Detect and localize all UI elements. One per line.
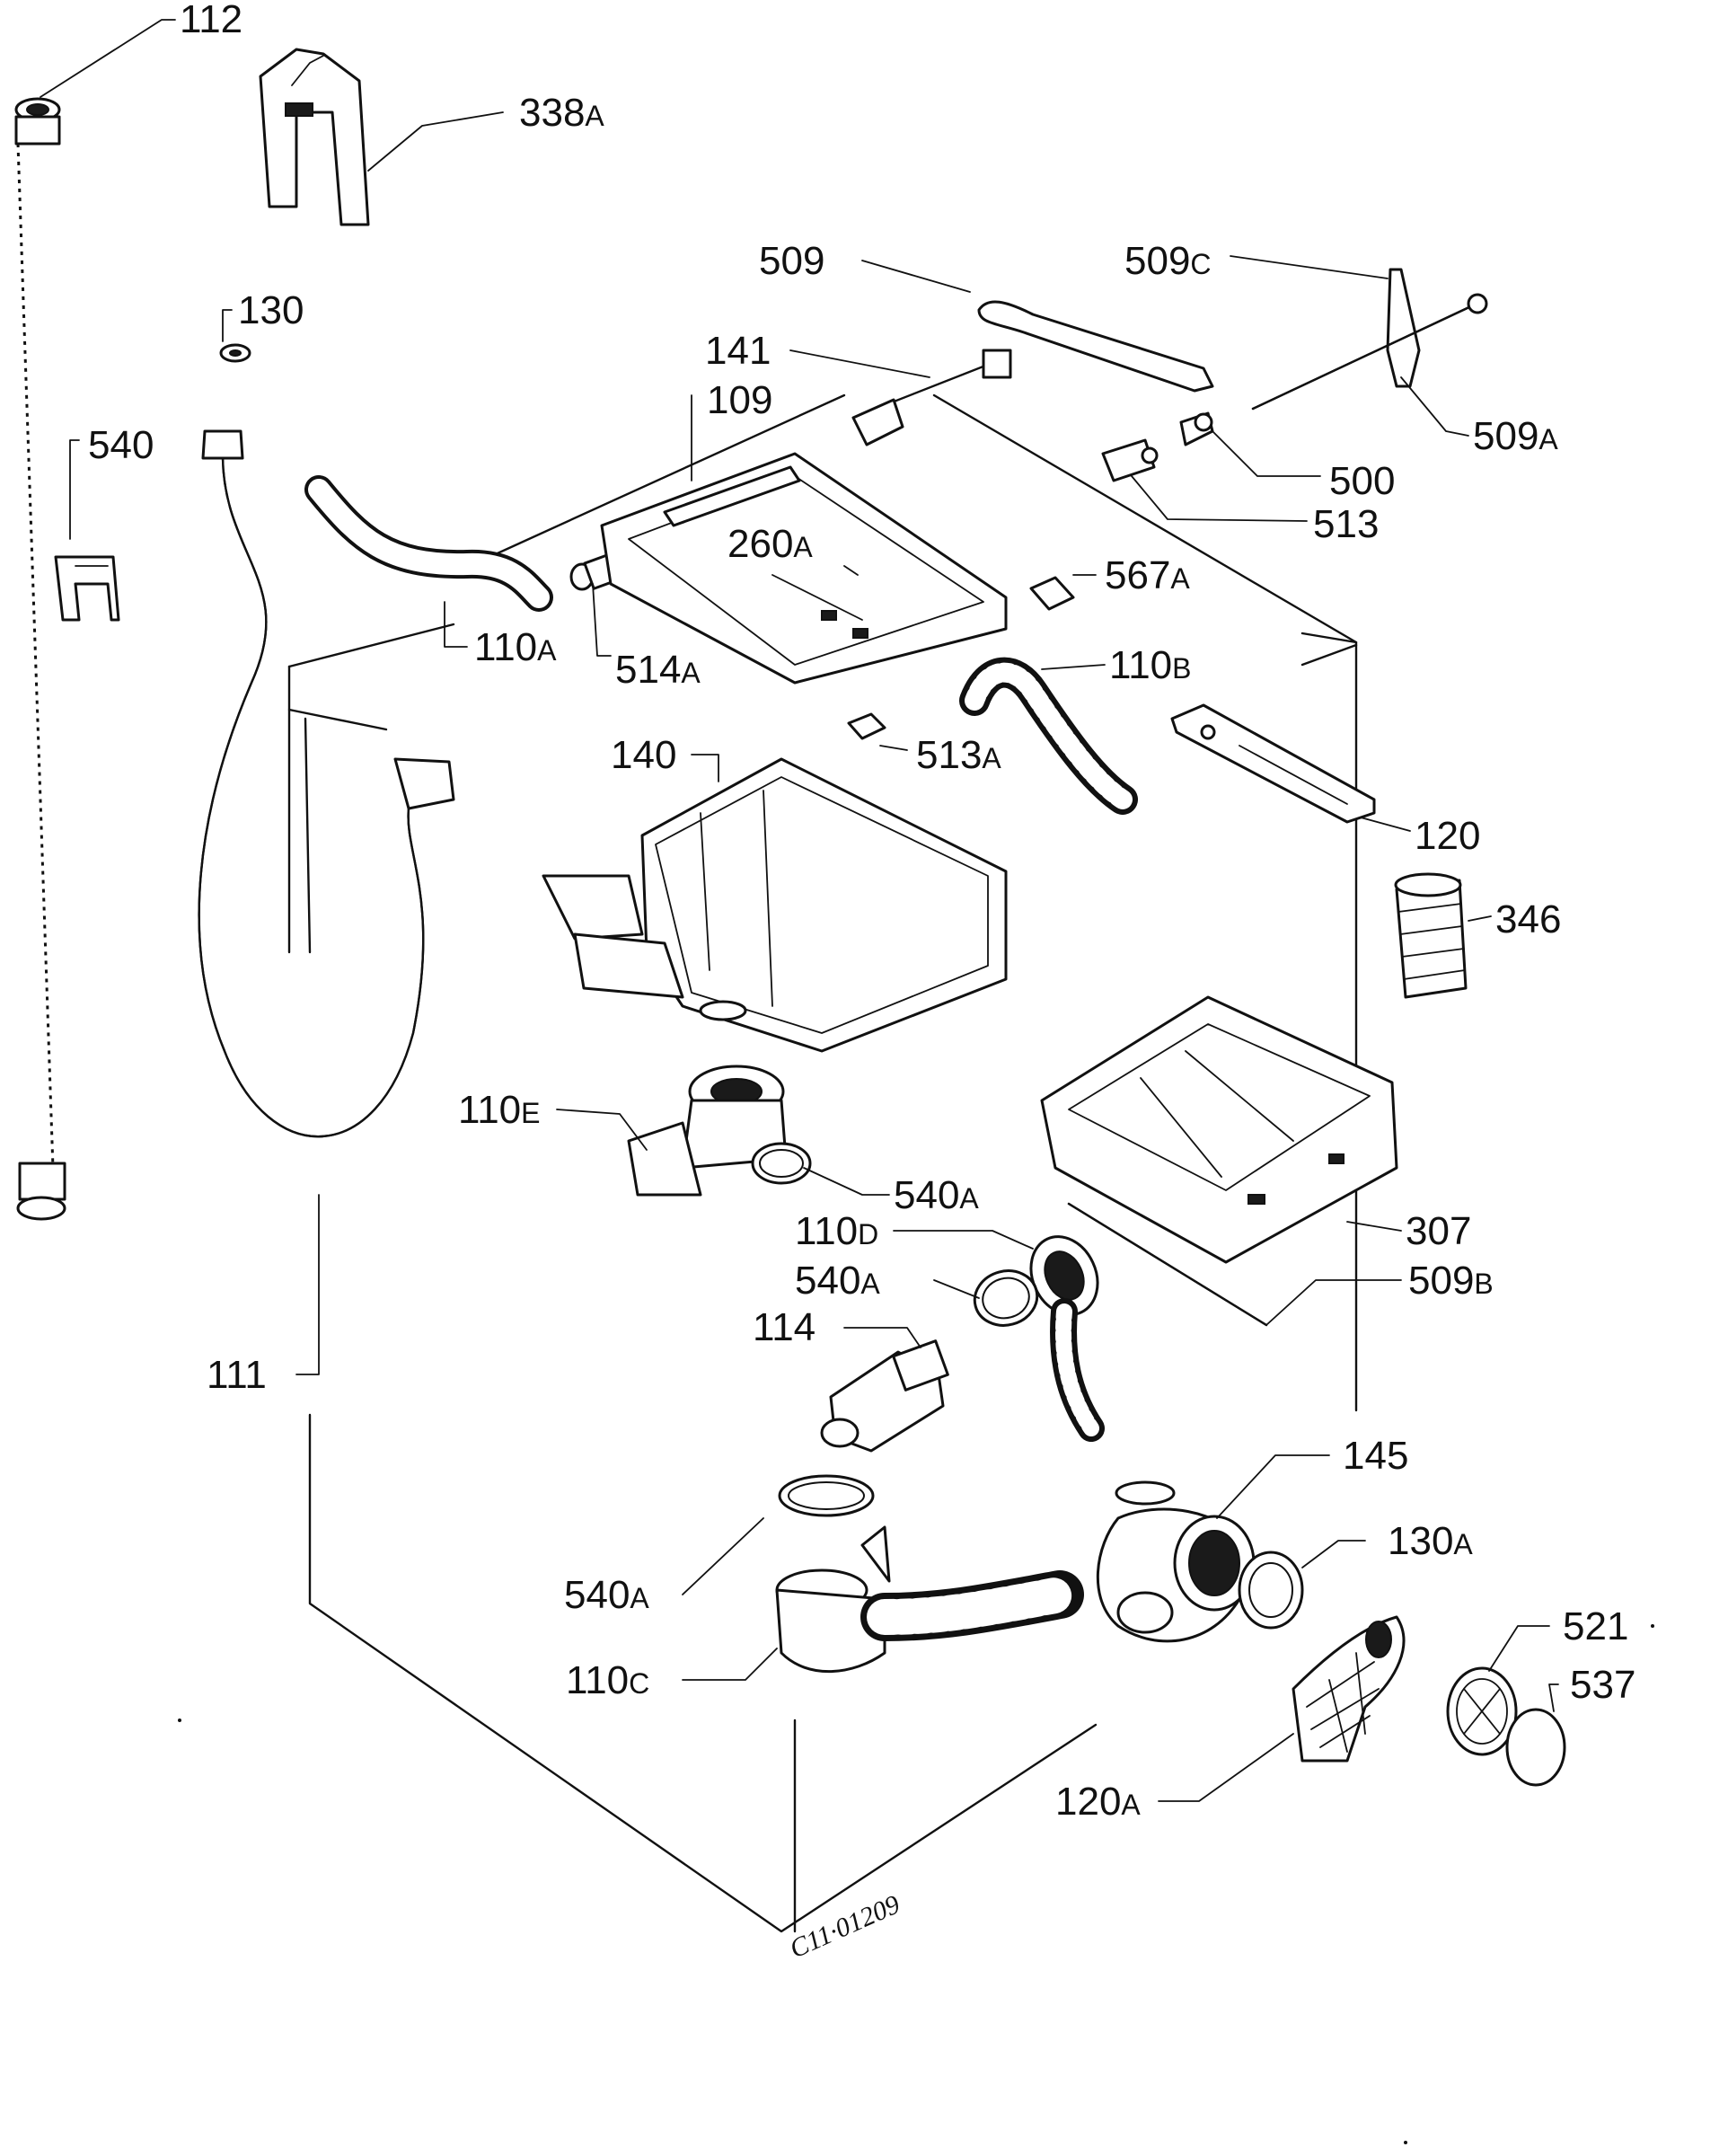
- part-540a-clamp-2: [973, 1269, 1039, 1327]
- leader-lines: [40, 19, 1559, 1802]
- part-109-dispenser-cover-plate: [600, 452, 1008, 685]
- label-109: 109: [707, 378, 772, 422]
- part-141-dispenser-arm: [851, 349, 1012, 446]
- part-120a-filter: [1292, 1615, 1406, 1763]
- part-111-inlet-hose-loop: [198, 429, 455, 1138]
- label-110b: 110B: [1109, 643, 1192, 687]
- part-513a-clip: [847, 712, 886, 740]
- part-509b-rod: [1067, 1202, 1268, 1327]
- part-130a-seal: [1238, 1551, 1304, 1630]
- label-509c: 509C: [1124, 239, 1212, 283]
- label-112: 112: [180, 0, 242, 41]
- label-537: 537: [1570, 1663, 1635, 1707]
- label-307: 307: [1406, 1209, 1471, 1253]
- label-540a-3: 540A: [564, 1573, 649, 1617]
- label-110e: 110E: [458, 1088, 541, 1132]
- label-509b: 509B: [1408, 1259, 1494, 1303]
- label-514a: 514A: [615, 648, 701, 692]
- part-145-pump-housing: [1096, 1480, 1256, 1643]
- part-567a-clip: [1029, 576, 1075, 611]
- label-111: 111: [207, 1353, 267, 1397]
- label-567a: 567A: [1105, 553, 1190, 597]
- label-521: 521: [1563, 1604, 1628, 1648]
- label-141: 141: [705, 329, 771, 373]
- label-120: 120: [1415, 814, 1480, 858]
- label-140: 140: [611, 733, 676, 777]
- part-110d-hose: [1029, 1235, 1105, 1442]
- label-509a: 509A: [1473, 414, 1558, 458]
- part-513-bracket: [1101, 438, 1159, 482]
- part-110a-hose: [304, 475, 553, 612]
- label-130a: 130A: [1388, 1519, 1473, 1563]
- speck: [178, 1719, 181, 1722]
- part-110c-drain-hose: [775, 1525, 1084, 1674]
- speck: [1651, 1624, 1654, 1628]
- part-500-pin: [1179, 411, 1214, 446]
- label-120a: 120A: [1055, 1780, 1141, 1824]
- part-114-sensor: [820, 1339, 949, 1453]
- part-509c-bracket: [1386, 268, 1421, 388]
- label-540a-2: 540A: [795, 1259, 880, 1303]
- label-346: 346: [1495, 897, 1561, 941]
- part-521-filter-cap: [1446, 1666, 1518, 1756]
- part-307-detergent-drawer: [1040, 995, 1398, 1264]
- part-540a-clamp-3: [778, 1474, 875, 1517]
- label-500: 500: [1329, 459, 1395, 503]
- part-338a-hose-hanger: [259, 48, 370, 226]
- part-130-washer: [219, 343, 251, 363]
- part-540-clamp: [54, 555, 120, 622]
- part-110b-hose: [959, 657, 1138, 815]
- label-114: 114: [753, 1305, 816, 1349]
- label-110a: 110A: [474, 625, 557, 669]
- part-509-lever: [977, 300, 1214, 393]
- label-260a: 260A: [727, 522, 813, 566]
- part-112-inlet-hose: [14, 97, 66, 1221]
- label-110d: 110D: [795, 1209, 878, 1253]
- part-346-bellows: [1394, 872, 1468, 999]
- drawing-code: C11·01209: [785, 1889, 904, 1964]
- part-labels: 112 338A 509 509C 130 141 109 540 509A 5…: [88, 0, 1635, 1824]
- label-513a: 513A: [916, 733, 1001, 777]
- label-540: 540: [88, 423, 154, 467]
- label-509: 509: [759, 239, 824, 283]
- part-140-dispenser-housing: [542, 757, 1008, 1053]
- label-110c: 110C: [566, 1658, 649, 1702]
- part-120-dispenser-handle: [1170, 703, 1376, 824]
- label-130: 130: [238, 288, 304, 332]
- label-145: 145: [1343, 1434, 1408, 1478]
- part-537-o-ring: [1505, 1708, 1566, 1787]
- part-540a-clamp-1: [751, 1142, 812, 1185]
- label-540a-1: 540A: [894, 1173, 979, 1217]
- part-509a-rod: [1251, 293, 1488, 411]
- label-338a: 338A: [519, 91, 604, 135]
- label-513: 513: [1313, 502, 1379, 546]
- speck: [1404, 2141, 1407, 2144]
